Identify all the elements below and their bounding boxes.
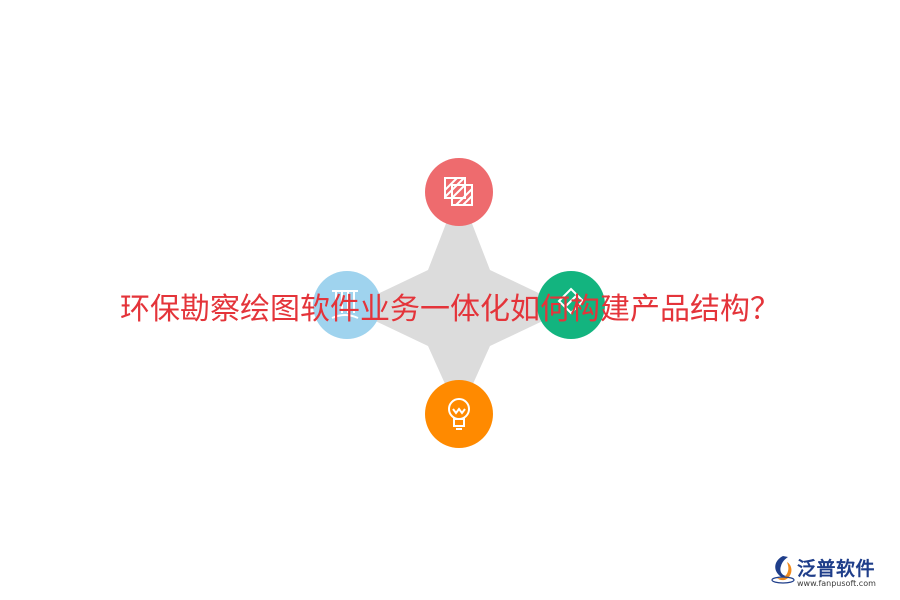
brand-logo-icon (771, 556, 795, 584)
diamond-outline-icon (557, 287, 585, 315)
brand-name: 泛普软件 (797, 558, 876, 580)
top-node (425, 158, 493, 226)
brand-logo-block: 泛普软件 www.fanpusoft.com (764, 551, 894, 595)
book-columns-icon (331, 290, 359, 319)
brand-url: www.fanpusoft.com (797, 579, 876, 588)
right-node (537, 271, 605, 339)
bottom-node (425, 380, 493, 448)
star-shape (348, 190, 570, 415)
layers-striped-icon (444, 177, 473, 206)
left-node (313, 271, 381, 339)
lightbulb-icon (448, 398, 470, 430)
